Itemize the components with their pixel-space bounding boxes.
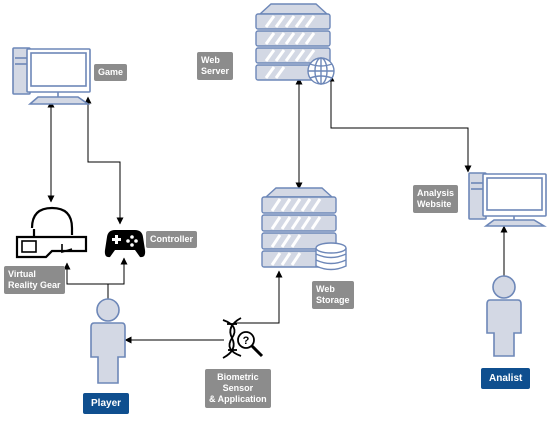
web-server-label: Web Server [197,52,234,80]
biometric-label: Biometric Sensor & Application [205,369,271,408]
arrow-game-controller [84,96,124,225]
person-icon [486,275,522,357]
dna-question-icon: ? [222,317,264,359]
gamepad-icon [104,230,146,258]
arrow-biometric-storage [235,270,283,324]
person-icon [90,298,126,384]
web-storage-label: Web Storage [312,281,354,309]
globe-icon [307,57,335,85]
analist-label: Analist [481,368,531,389]
vr-gear-label: Virtual Reality Gear [4,266,65,294]
arrow-player-controller [108,257,128,285]
game-label: Game [94,64,128,81]
svg-text:?: ? [243,335,250,347]
analysis-website-label: Analysis Website [413,185,459,213]
arrow-player-vr [63,262,109,299]
controller-label: Controller [146,231,198,248]
database-icon [315,242,347,271]
vr-headset-icon [15,206,88,259]
desktop-computer-icon [468,172,547,227]
connectors [47,74,508,344]
desktop-computer-icon [12,47,91,105]
player-label: Player [83,393,130,414]
arrow-server-analysis [327,74,472,173]
